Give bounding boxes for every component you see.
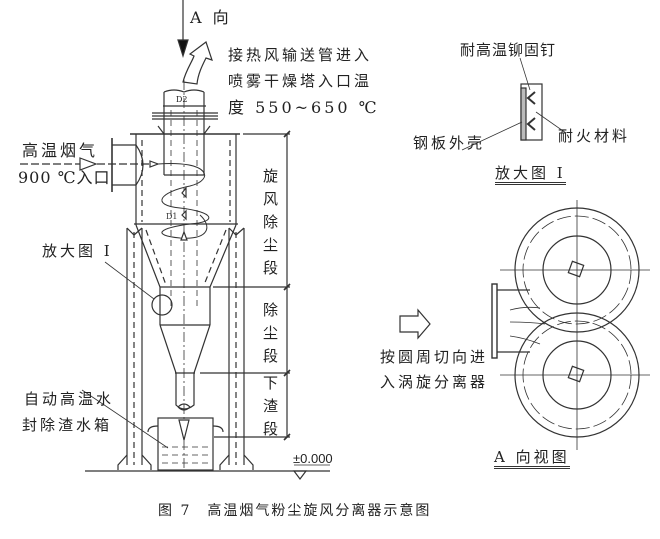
detail-circle bbox=[151, 294, 173, 316]
direction-label: A 向 bbox=[190, 8, 232, 27]
outlet-note-line-1: 接热风输送管进入 bbox=[228, 46, 373, 64]
detail-title: 放大图 I bbox=[495, 166, 566, 185]
elevation-mark bbox=[292, 470, 308, 480]
detail-refractory-label: 耐火材料 bbox=[558, 127, 631, 145]
spiral-flow bbox=[157, 162, 210, 239]
section-dust: 除尘段 bbox=[261, 302, 279, 371]
detail-shell-label: 钢板外壳 bbox=[413, 134, 486, 152]
detail-ref-label: 放大图 I bbox=[42, 242, 113, 260]
support-legs bbox=[117, 227, 254, 470]
section-slag: 下渣段 bbox=[261, 375, 279, 444]
water-box-note-line-1: 自动高温水 bbox=[24, 390, 115, 408]
outlet-note-line-3: 度 550~650 ℃ bbox=[228, 98, 380, 117]
section-cyclone: 旋风除尘段 bbox=[261, 168, 279, 283]
inlet-duct bbox=[20, 138, 160, 192]
inlet-note-line-2: 900 ℃入口 bbox=[18, 168, 111, 187]
detail-i-drawing bbox=[461, 57, 567, 151]
figure-caption: 图 7 高温烟气粉尘旋风分离器示意图 bbox=[158, 503, 432, 519]
pipe-mark: D2 bbox=[176, 95, 188, 104]
dimension-line bbox=[200, 130, 291, 441]
a-view-inlet-note-line-1: 按圆周切向进 bbox=[380, 348, 489, 366]
outlet-note-line-2: 喷雾干燥塔入口温 bbox=[228, 72, 373, 90]
a-direction-arrow bbox=[177, 0, 189, 59]
cyclone-body bbox=[130, 133, 290, 288]
a-view-inlet-note-line-2: 入涡旋分离器 bbox=[380, 373, 489, 391]
inlet-note-line-1: 高温烟气 bbox=[22, 141, 99, 160]
svg-text:D1: D1 bbox=[166, 212, 178, 221]
outlet-flow-arrow bbox=[182, 41, 213, 85]
dust-section bbox=[159, 286, 211, 410]
water-box-note-line-2: 封除渣水箱 bbox=[22, 416, 113, 434]
a-view-drawing bbox=[399, 200, 650, 450]
elevation-label: ±0.000 bbox=[293, 451, 333, 466]
a-view-title: A 向视图 bbox=[494, 450, 570, 469]
water-box bbox=[81, 389, 224, 471]
detail-rivet-label: 耐高温铆固钉 bbox=[460, 41, 557, 59]
